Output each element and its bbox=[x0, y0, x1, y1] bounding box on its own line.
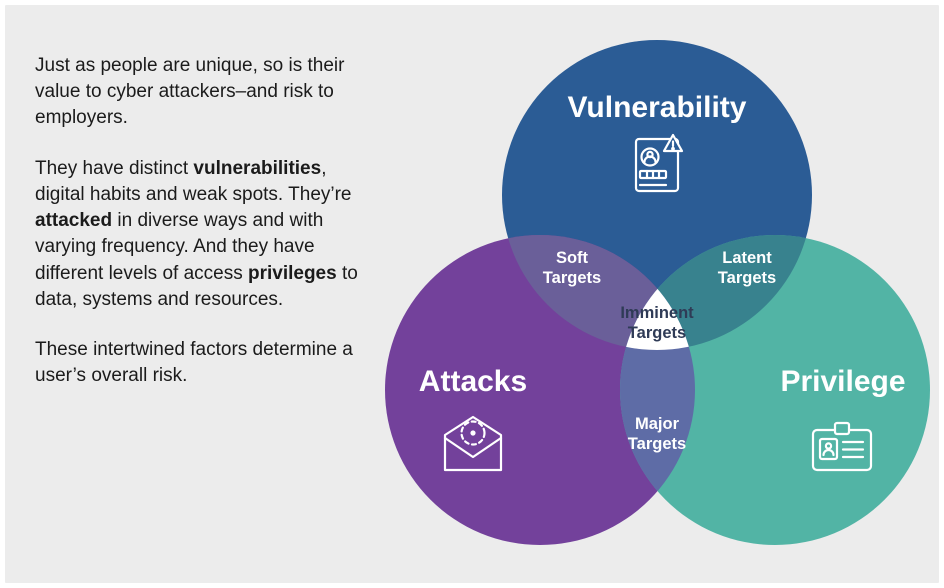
bold-attacked: attacked bbox=[35, 210, 113, 232]
text-segment: to data, systems and resources. bbox=[35, 262, 358, 310]
svg-text:Major: Major bbox=[635, 415, 680, 433]
svg-text:Latent: Latent bbox=[722, 249, 772, 267]
svg-text:Imminent: Imminent bbox=[620, 304, 694, 322]
text-segment: , digital habits and weak spots. They’re bbox=[35, 157, 352, 205]
privilege-title: Privilege bbox=[780, 365, 905, 398]
text-segment: They have distinct bbox=[35, 157, 194, 179]
vulnerability-title: Vulnerability bbox=[568, 91, 747, 124]
imminent-targets-label: Imminent Targets bbox=[620, 304, 694, 342]
bold-privileges: privileges bbox=[247, 262, 337, 284]
intro-paragraph-1: Just as people are unique, so is their v… bbox=[35, 55, 345, 129]
bold-vulnerabilities: vulnerabilities bbox=[193, 157, 322, 179]
soft-targets-label: Soft Targets bbox=[543, 249, 601, 287]
text-segment: in diverse ways and with varying frequen… bbox=[35, 210, 324, 284]
overlap-latent-region bbox=[620, 235, 812, 350]
user-document-warning-icon bbox=[634, 133, 684, 193]
latent-targets-label: Latent Targets bbox=[718, 249, 776, 287]
intro-paragraph-3: These intertwined factors determine a us… bbox=[35, 338, 353, 387]
envelope-target-icon bbox=[443, 415, 503, 472]
venn-diagram: Vulnerability Attacks Privilege Soft Tar… bbox=[385, 40, 930, 545]
svg-text:Targets: Targets bbox=[628, 435, 686, 453]
svg-text:Targets: Targets bbox=[718, 269, 776, 287]
attacks-title: Attacks bbox=[419, 365, 527, 398]
overlap-soft-region bbox=[502, 235, 695, 350]
svg-text:Targets: Targets bbox=[543, 269, 601, 287]
svg-text:Soft: Soft bbox=[556, 249, 589, 267]
id-badge-icon bbox=[811, 421, 873, 472]
intro-paragraph-2: They have distinct vulnerabilities, digi… bbox=[35, 156, 363, 313]
svg-text:Targets: Targets bbox=[628, 324, 686, 342]
intro-text: Just as people are unique, so is their v… bbox=[35, 53, 363, 413]
major-targets-label: Major Targets bbox=[628, 415, 686, 453]
